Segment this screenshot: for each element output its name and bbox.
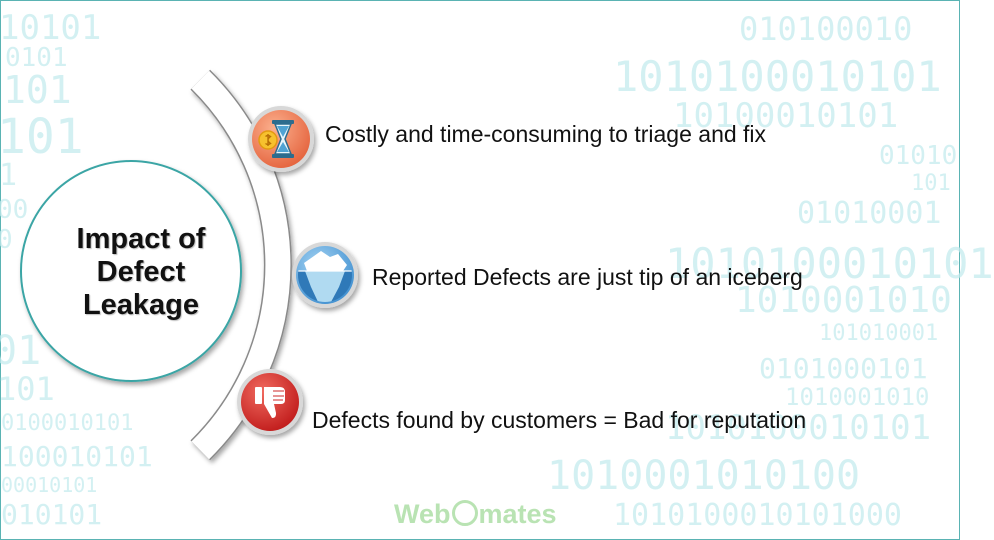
diagram-artwork [20,69,358,461]
binary-digits: 010100010 [739,10,913,48]
binary-digits: 10101 [0,8,102,48]
iceberg-icon [292,242,358,308]
binary-digits: 1010001010 [785,383,930,411]
webomates-logo: Web mates [394,499,557,530]
binary-digits: 1010001010100 [547,453,861,499]
binary-digits: 1010100010101 [613,52,942,101]
binary-digits: 0100010101 [1,411,134,436]
binary-digits: 0101 [5,43,68,73]
item-text-cost: Costly and time-consuming to triage and … [325,121,767,147]
binary-digits: 1010001010 [735,280,952,321]
hub-title: Impact of Defect Leakage [76,223,206,321]
logo-text-end: mates [478,499,557,529]
binary-digits: 100010101 [1,440,153,473]
binary-digits: 010101 [1,498,103,531]
binary-digits: 01010 [879,141,958,171]
binary-digits: 10100010101 [673,96,899,136]
binary-digits: 101 [0,370,55,408]
binary-digits: 0101000101 [759,352,928,385]
item-text-reputation: Defects found by customers = Bad for rep… [312,407,807,433]
binary-digits: 01 [0,328,42,374]
binary-digits: 0 [0,225,13,255]
logo-o-icon [451,500,478,526]
binary-digits: 1010100010101000 [613,498,902,533]
binary-digits: 101 [0,109,84,165]
hourglass-coin-icon [248,106,314,172]
binary-digits: 101010001 [819,321,939,346]
binary-digits: 00010101 [1,473,98,497]
item-text-iceberg: Reported Defects are just tip of an iceb… [372,264,803,290]
binary-digits: 1010100010101 [665,239,994,288]
binary-digits: 1010100010101 [665,408,932,448]
binary-digits: 00 [0,195,29,225]
thumbs-down-icon [237,369,303,435]
logo-text-start: Web [394,499,451,529]
binary-digits: 101 [911,171,951,196]
binary-digits: 1 [0,158,18,193]
hub-circle [20,160,242,382]
binary-digits: 101 [3,68,72,112]
binary-digits: 01010001 [797,196,942,231]
